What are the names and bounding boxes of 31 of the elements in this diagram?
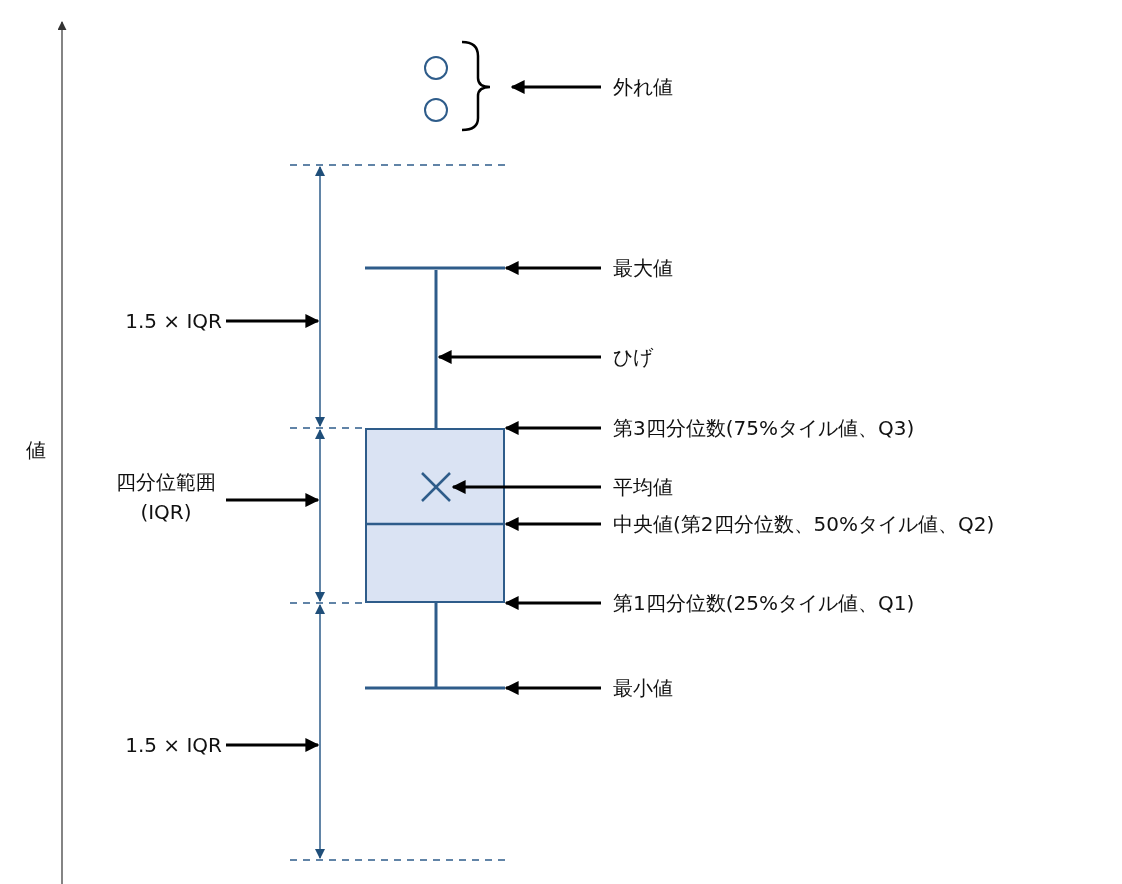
callout-label: 最小値 — [613, 676, 673, 700]
whisker-line — [434, 270, 438, 428]
callout-label: 外れ値 — [613, 75, 673, 99]
callout-label: 1.5 × IQR — [125, 309, 222, 333]
whisker-cap — [365, 266, 505, 270]
callout-label: 中央値(第2四分位数、50%タイル値、Q2) — [613, 512, 995, 536]
callout-label: 1.5 × IQR — [125, 733, 222, 757]
box-plot-box — [365, 428, 505, 603]
leader-arrow — [510, 80, 601, 94]
callout-label: 四分位範囲(IQR) — [110, 467, 222, 527]
callout-label: 平均値 — [613, 475, 673, 499]
callout-label: ひげ — [613, 345, 653, 369]
leader-arrow — [226, 738, 320, 752]
whisker-line — [434, 603, 438, 687]
leader-arrow — [504, 517, 601, 531]
leader-arrow — [226, 314, 320, 328]
callout-label: 最大値 — [613, 256, 673, 280]
outlier-circle — [424, 98, 448, 122]
leader-arrow — [504, 681, 601, 695]
leader-arrow — [226, 493, 320, 507]
outlier-circle — [424, 56, 448, 80]
leader-arrow — [437, 350, 601, 364]
leader-arrow — [504, 596, 601, 610]
leader-arrow — [451, 480, 601, 494]
whisker-cap — [365, 686, 505, 690]
leader-arrow — [504, 421, 601, 435]
leader-arrow — [504, 261, 601, 275]
callout-label: 第1四分位数(25%タイル値、Q1) — [613, 591, 915, 615]
mean-marker — [420, 471, 452, 503]
callout-label: 第3四分位数(75%タイル値、Q3) — [613, 416, 915, 440]
axis-label: 値 — [26, 438, 46, 462]
